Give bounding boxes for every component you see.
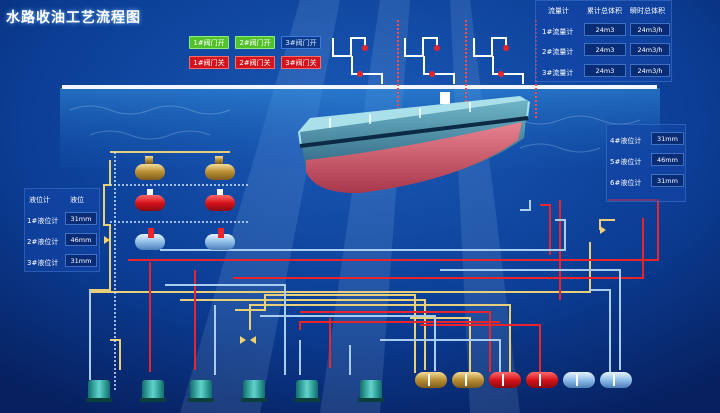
valve-2-close-button[interactable]: 2#阀门关 bbox=[235, 56, 275, 69]
pump-icon[interactable] bbox=[188, 380, 214, 402]
horizontal-tank-icon[interactable] bbox=[135, 156, 165, 180]
flow-meter-3-label: 3#流量计 bbox=[542, 69, 574, 77]
horizontal-tank-icon[interactable] bbox=[135, 189, 165, 211]
flow-meter-2-label: 2#流量计 bbox=[542, 48, 574, 56]
level-meter-5-label: 5#液位计 bbox=[610, 158, 642, 166]
horizontal-tank-icon[interactable] bbox=[452, 372, 484, 388]
flow-meter-1-instant: 24m3/h bbox=[630, 23, 670, 36]
valve-3-close-button[interactable]: 3#阀门关 bbox=[281, 56, 321, 69]
horizontal-tank-icon[interactable] bbox=[563, 372, 595, 388]
horizontal-tank-icon[interactable] bbox=[489, 372, 521, 388]
flow-meter-3-instant: 24m3/h bbox=[630, 64, 670, 77]
pump-icon[interactable] bbox=[86, 380, 112, 402]
level-header-value: 液位 bbox=[70, 196, 84, 204]
horizontal-tank-icon[interactable] bbox=[415, 372, 447, 388]
flow-meter-3-total: 24m3 bbox=[584, 64, 626, 77]
level-meter-1-label: 1#液位计 bbox=[27, 217, 59, 225]
horizontal-tank-icon[interactable] bbox=[205, 156, 235, 180]
level-panel-left: 液位计 液位 1#液位计 31mm 2#液位计 46mm 3#液位计 31mm bbox=[24, 188, 100, 272]
valve-1-close-button[interactable]: 1#阀门关 bbox=[189, 56, 229, 69]
level-meter-2-value: 46mm bbox=[65, 233, 97, 246]
level-meter-4-label: 4#液位计 bbox=[610, 137, 642, 145]
flow-meter-2-instant: 24m3/h bbox=[630, 43, 670, 56]
level-panel-right: 4#液位计 31mm 5#液位计 46mm 6#液位计 31mm bbox=[606, 124, 686, 202]
tank-group-left bbox=[135, 156, 235, 250]
level-meter-5-value: 46mm bbox=[651, 153, 684, 166]
level-meter-2-label: 2#液位计 bbox=[27, 238, 59, 246]
valve-3-open-button[interactable]: 3#阀门开 bbox=[281, 36, 321, 49]
page-title: 水路收油工艺流程图 bbox=[6, 10, 141, 26]
flow-meter-2-total: 24m3 bbox=[584, 43, 626, 56]
valve-1-open-button[interactable]: 1#阀门开 bbox=[189, 36, 229, 49]
jetty-pier bbox=[62, 85, 657, 89]
valve-icon[interactable] bbox=[104, 226, 606, 344]
valve-icon[interactable] bbox=[357, 45, 509, 77]
level-meter-1-value: 31mm bbox=[65, 212, 97, 225]
horizontal-tank-icon[interactable] bbox=[205, 189, 235, 211]
pump-group bbox=[86, 380, 384, 402]
oil-tanker-icon bbox=[298, 92, 530, 194]
flow-header-instant: 瞬时总体积 bbox=[630, 7, 665, 15]
horizontal-tank-icon[interactable] bbox=[600, 372, 632, 388]
pump-icon[interactable] bbox=[140, 380, 166, 402]
level-meter-3-label: 3#液位计 bbox=[27, 259, 59, 267]
loading-arm-icon bbox=[332, 37, 524, 84]
flow-meter-panel: 流量计 累计总体积 瞬时总体积 1#流量计 24m3 24m3/h 2#流量计 … bbox=[535, 0, 672, 82]
level-meter-6-label: 6#液位计 bbox=[610, 179, 642, 187]
horizontal-tank-icon[interactable] bbox=[205, 228, 235, 250]
pump-icon[interactable] bbox=[294, 380, 320, 402]
tank-group-bottom bbox=[415, 372, 632, 388]
level-meter-3-value: 31mm bbox=[65, 254, 97, 267]
flow-meter-1-total: 24m3 bbox=[584, 23, 626, 36]
valve-2-open-button[interactable]: 2#阀门开 bbox=[235, 36, 275, 49]
flow-header-meter: 流量计 bbox=[548, 7, 569, 15]
pump-icon[interactable] bbox=[358, 380, 384, 402]
level-meter-6-value: 31mm bbox=[651, 174, 684, 187]
horizontal-tank-icon[interactable] bbox=[526, 372, 558, 388]
level-meter-4-value: 31mm bbox=[651, 132, 684, 145]
horizontal-tank-icon[interactable] bbox=[135, 228, 165, 250]
pump-icon[interactable] bbox=[241, 380, 267, 402]
level-header-meter: 液位计 bbox=[29, 196, 50, 204]
flow-meter-1-label: 1#流量计 bbox=[542, 28, 574, 36]
flow-header-total: 累计总体积 bbox=[587, 7, 622, 15]
